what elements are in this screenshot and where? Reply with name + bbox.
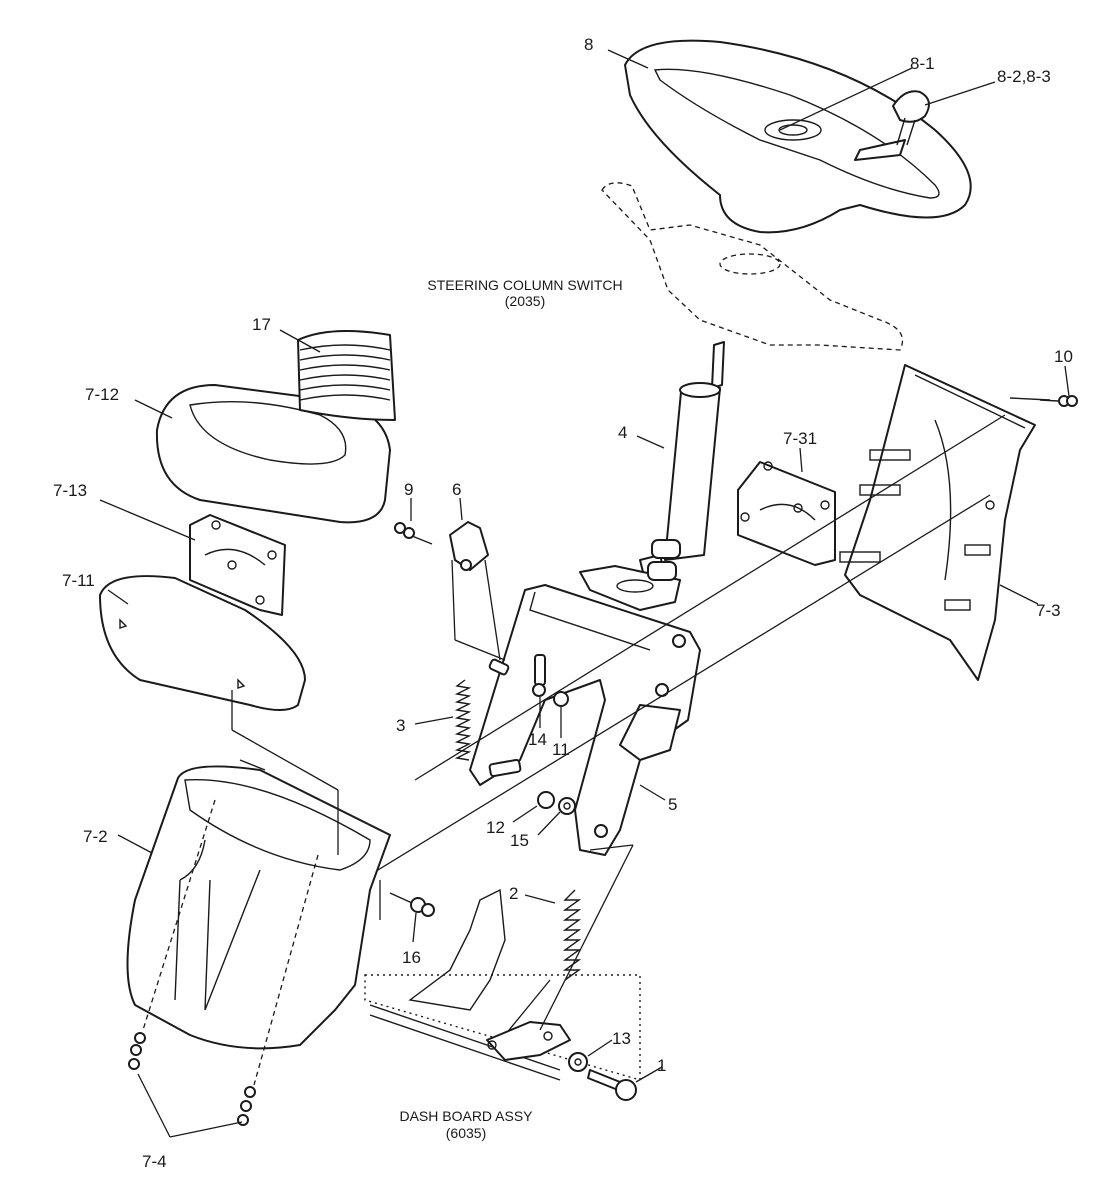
- assembly-lines: [142, 414, 1006, 1086]
- callout-8-1: 8-1: [910, 54, 935, 73]
- callout-8: 8: [584, 35, 593, 54]
- spring-2: [504, 889, 582, 1036]
- callout-5: 5: [668, 795, 677, 814]
- callout-2: 2: [509, 884, 518, 903]
- callout-labels: 8 8-1 8-2,8-3 10 17 7-12 4 7-31 9 6 7-13…: [53, 35, 1073, 1171]
- callout-7-13: 7-13: [53, 481, 87, 500]
- bolt-1: [587, 1069, 637, 1101]
- lower-shroud-7-2: [126, 759, 391, 1050]
- bracket-7-31: [737, 461, 836, 566]
- captions: STEERING COLUMN SWITCH (2035) DASH BOARD…: [399, 277, 622, 1141]
- steering-column: [579, 341, 725, 611]
- callout-4: 4: [618, 423, 627, 442]
- callout-7-11: 7-11: [62, 571, 95, 590]
- boot-17: [297, 330, 396, 421]
- callout-17: 17: [252, 315, 271, 334]
- dash-mount-plate: [486, 1021, 571, 1061]
- callout-10: 10: [1054, 347, 1073, 366]
- washer-13: [568, 1052, 588, 1072]
- callout-7-4: 7-4: [142, 1152, 167, 1171]
- washer-15: [558, 797, 576, 815]
- bolt-16: [389, 892, 435, 917]
- callout-8-2-8-3: 8-2,8-3: [997, 67, 1051, 86]
- column-switch-code: (2035): [505, 293, 545, 309]
- bolt-14: [488, 658, 522, 778]
- screw-10: [1039, 395, 1078, 407]
- callout-leaders: [99, 49, 1070, 1138]
- callout-9: 9: [404, 480, 413, 499]
- callout-16: 16: [402, 948, 421, 967]
- callout-7-3: 7-3: [1036, 601, 1061, 620]
- screws-7-4: [128, 1032, 256, 1126]
- bolt-9: [394, 522, 433, 545]
- callout-3: 3: [396, 716, 405, 735]
- right-cover-7-3: [839, 364, 1051, 681]
- callout-1: 1: [657, 1056, 666, 1075]
- dash-board-title: DASH BOARD ASSY: [399, 1108, 533, 1124]
- callout-7-31: 7-31: [783, 429, 817, 448]
- steering-wheel: [624, 39, 972, 234]
- callout-7-2: 7-2: [83, 827, 108, 846]
- callout-11: 11: [552, 740, 570, 759]
- bracket-7-13: [189, 514, 286, 616]
- nut-11: [553, 691, 569, 707]
- column-switch-title: STEERING COLUMN SWITCH: [427, 277, 622, 293]
- collar-12: [537, 791, 555, 809]
- upper-cover-7-12: [155, 384, 391, 524]
- lower-cover-7-11: [99, 575, 306, 711]
- callout-7-12: 7-12: [85, 385, 119, 404]
- spring-3: [454, 679, 472, 761]
- callout-6: 6: [452, 480, 461, 499]
- steering-column-switch: [601, 182, 904, 351]
- callout-14: 14: [528, 730, 547, 749]
- callout-15: 15: [510, 831, 529, 850]
- dash-board-code: (6035): [446, 1125, 486, 1141]
- tilt-lever: [449, 521, 506, 661]
- callout-12: 12: [486, 818, 505, 837]
- callout-13: 13: [612, 1029, 631, 1048]
